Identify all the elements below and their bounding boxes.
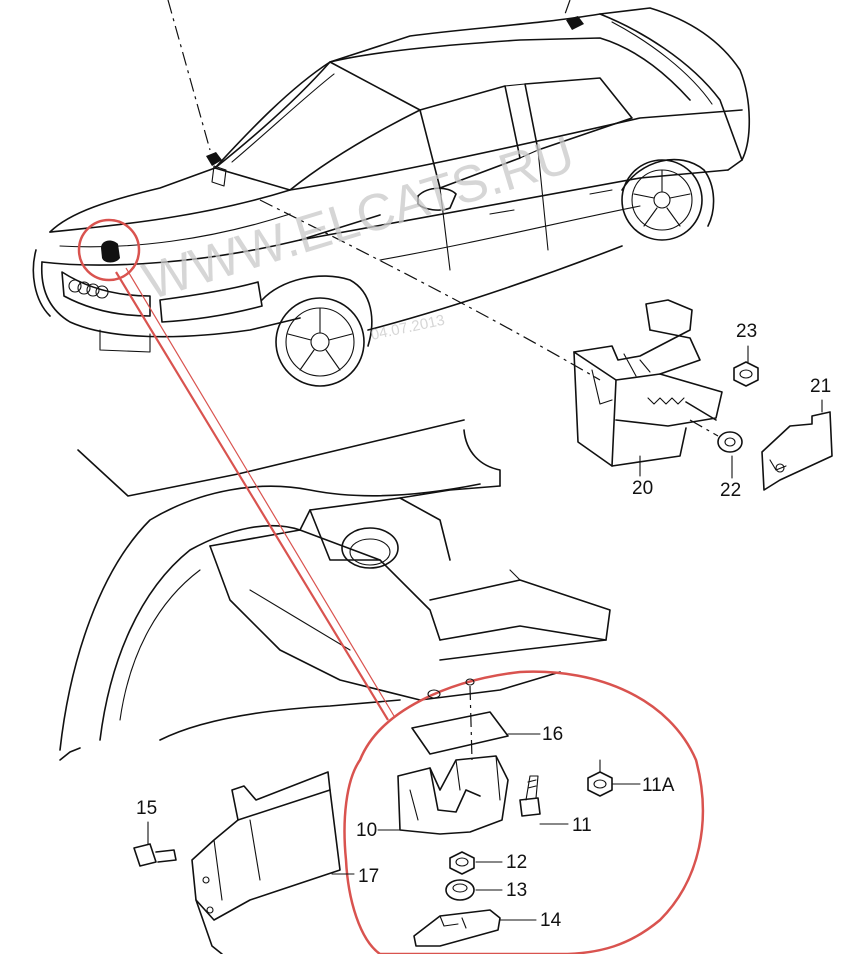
watermark-site: WWW.ELCATS.RU bbox=[137, 125, 581, 311]
label-12: 12 bbox=[506, 852, 527, 873]
front-wheel bbox=[261, 275, 373, 387]
clip-15 bbox=[133, 821, 177, 867]
audi-rings-icon bbox=[68, 279, 109, 299]
highlight-callout bbox=[77, 218, 705, 954]
label-10: 10 bbox=[356, 820, 377, 841]
parts-group-10-16 bbox=[397, 678, 613, 947]
label-14: 14 bbox=[540, 910, 562, 931]
label-13: 13 bbox=[506, 880, 527, 901]
label-17: 17 bbox=[358, 866, 379, 887]
cover-17 bbox=[191, 771, 341, 954]
bracket-assembly-20 bbox=[573, 299, 723, 467]
label-21: 21 bbox=[810, 376, 831, 397]
rear-wheel bbox=[621, 158, 715, 241]
label-22: 22 bbox=[720, 480, 741, 501]
callout-leaders bbox=[331, 345, 749, 921]
label-11A: 11A bbox=[642, 775, 675, 796]
watermark-date: 04.07.2013 bbox=[369, 312, 446, 344]
car-illustration bbox=[32, 7, 751, 387]
label-23: 23 bbox=[736, 321, 757, 342]
part-labels: 23 21 20 22 16 11A 11 10 12 13 14 15 17 bbox=[136, 321, 831, 931]
label-11: 11 bbox=[572, 815, 592, 836]
label-15: 15 bbox=[136, 798, 157, 819]
nut-23-icon bbox=[733, 361, 759, 387]
leader-lines bbox=[167, 0, 601, 381]
body-section bbox=[59, 419, 611, 761]
washer-22-icon bbox=[689, 419, 743, 453]
label-20: 20 bbox=[632, 478, 653, 499]
plate-21 bbox=[761, 399, 833, 491]
watermark: WWW.ELCATS.RU 04.07.2013 bbox=[137, 125, 581, 344]
label-16: 16 bbox=[542, 724, 563, 745]
